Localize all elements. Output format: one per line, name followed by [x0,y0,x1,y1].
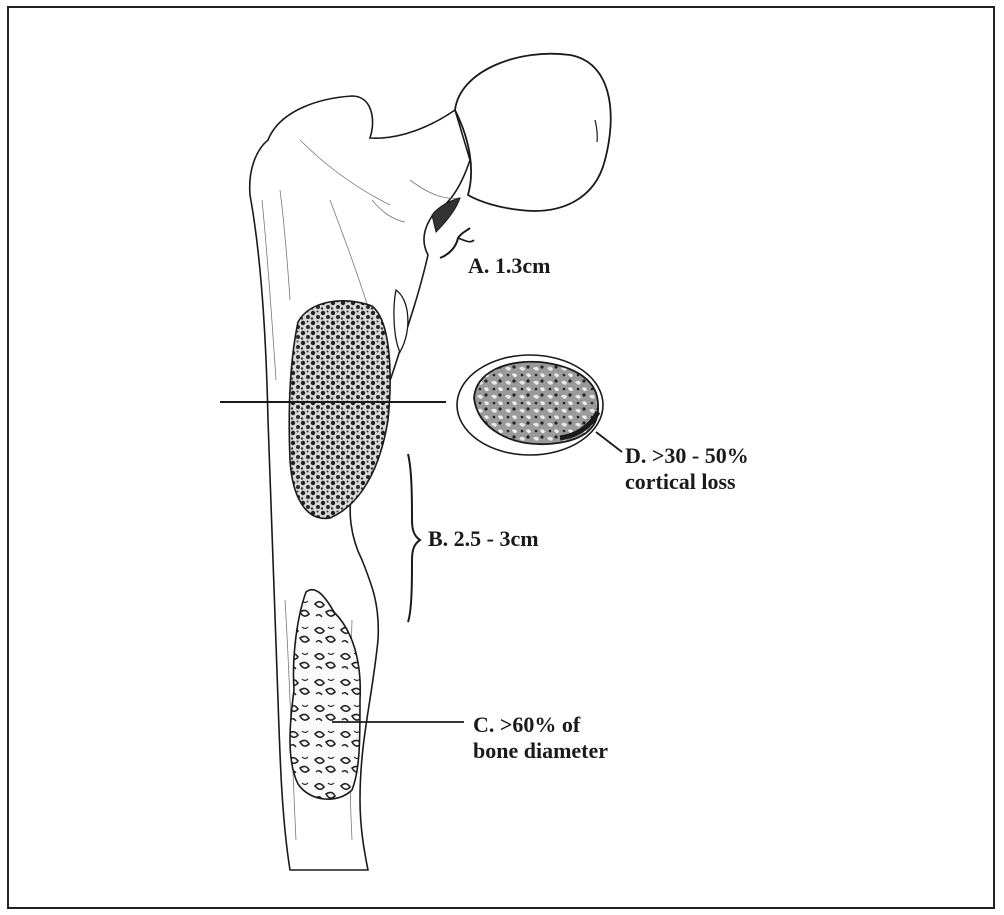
leader-d [596,432,622,452]
bracket-b [408,454,420,622]
annotation-c-line1: C. >60% of [473,712,608,738]
annotation-b: B. 2.5 - 3cm [428,526,539,552]
annotation-a-text: A. 1.3cm [468,253,550,279]
annotation-b-text: B. 2.5 - 3cm [428,526,539,552]
annotation-d: D. >30 - 50% cortical loss [625,443,749,495]
annotation-c: C. >60% of bone diameter [473,712,608,764]
annotation-c-line2: bone diameter [473,738,608,764]
annotation-a: A. 1.3cm [468,253,550,279]
annotation-d-line2: cortical loss [625,469,749,495]
lesion-proximal [289,301,390,519]
bracket-a [440,228,470,258]
femoral-head [455,54,611,211]
annotation-d-line1: D. >30 - 50% [625,443,749,469]
